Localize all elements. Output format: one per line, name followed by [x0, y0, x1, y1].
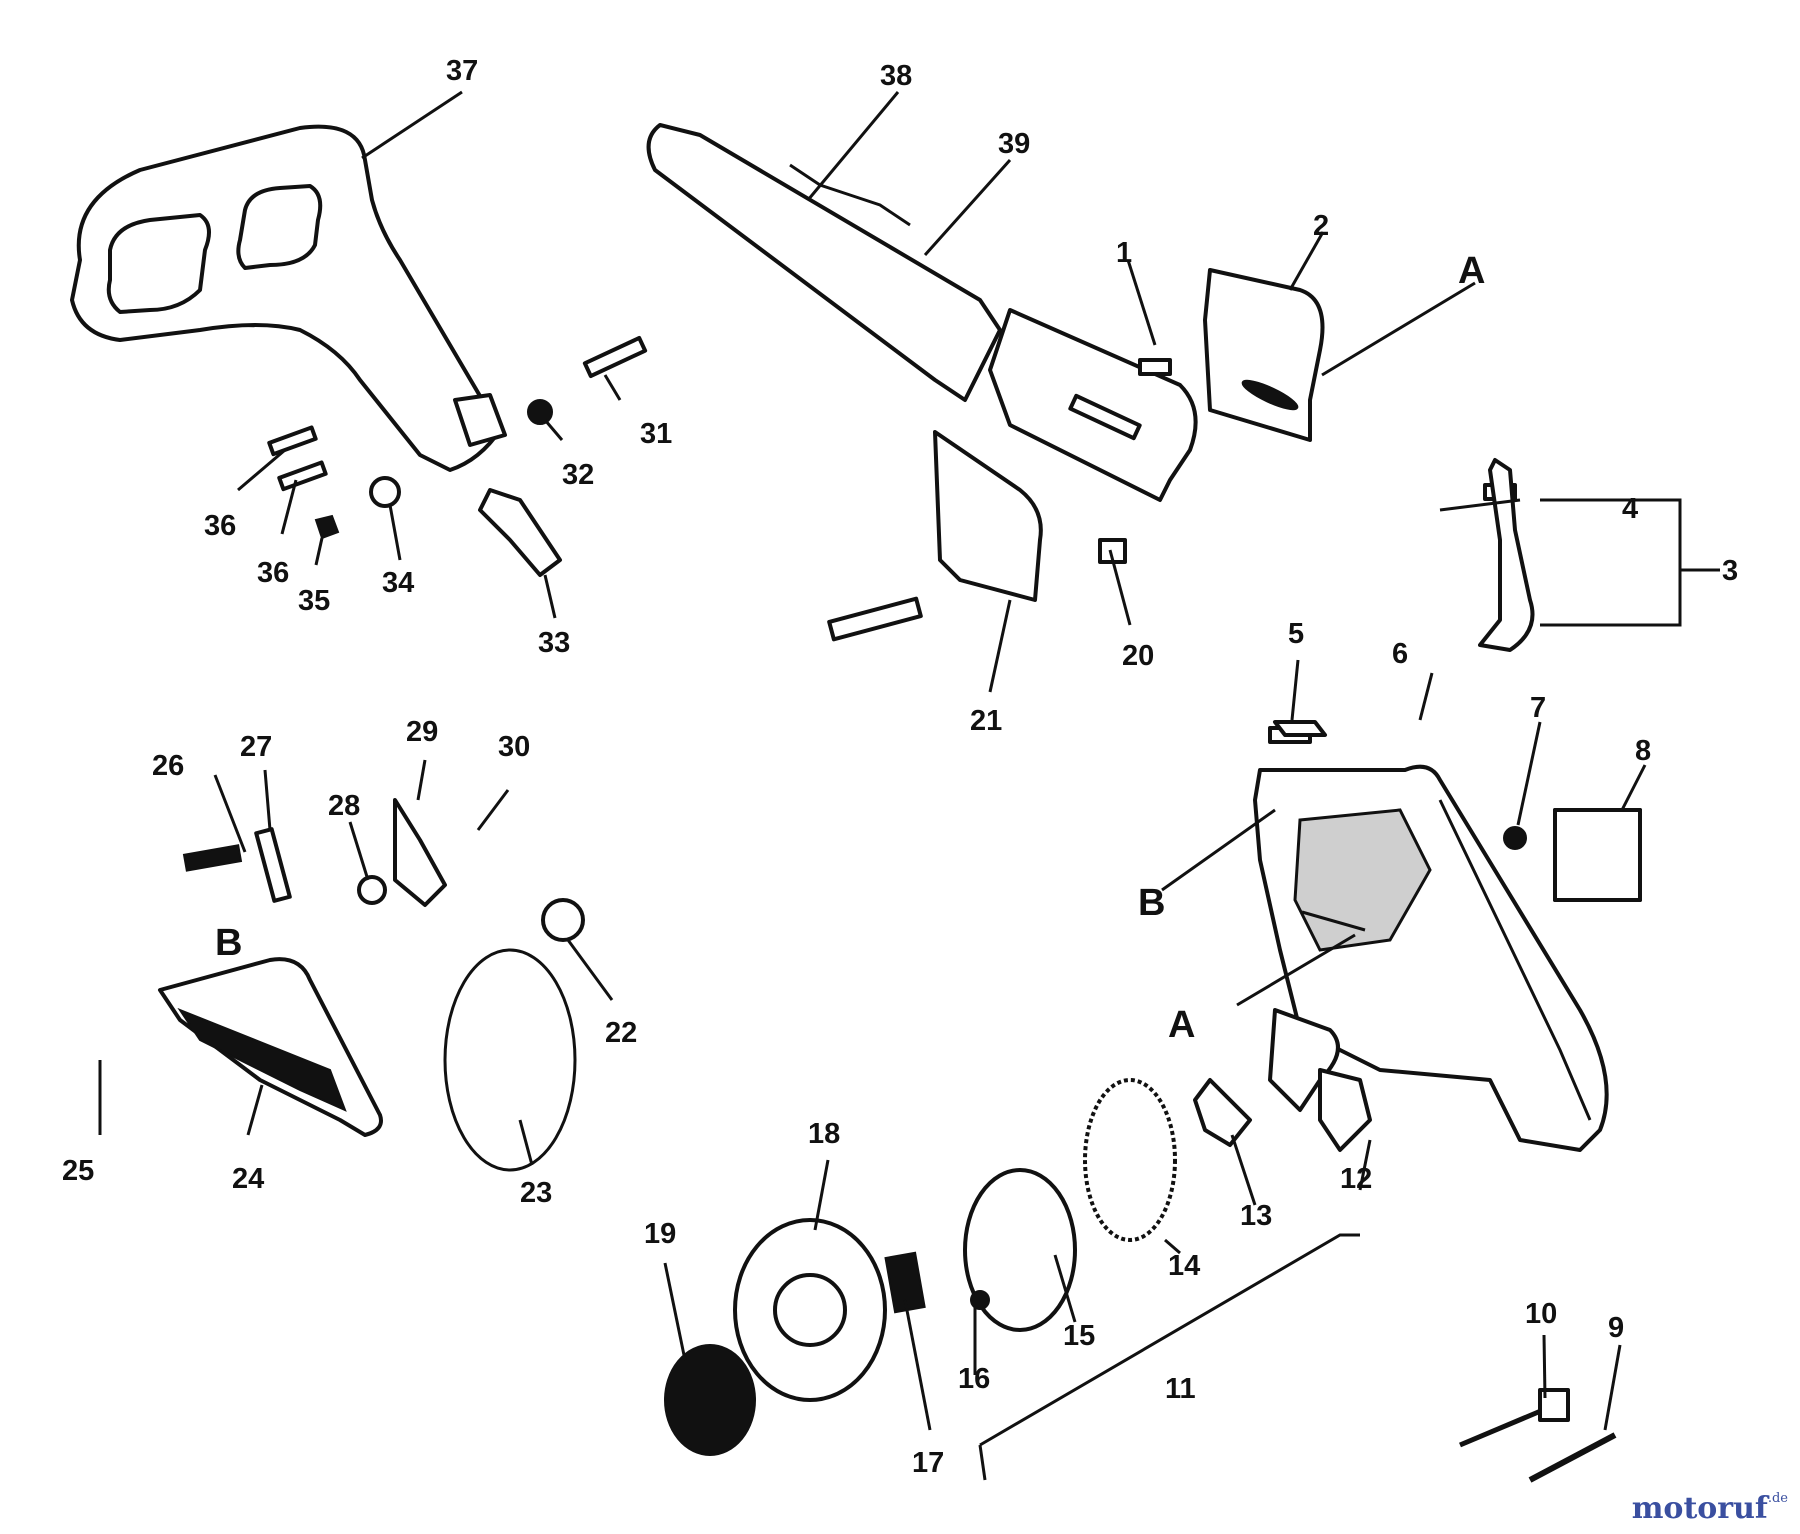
callout-27: 27 [240, 731, 272, 763]
callout-26: 26 [152, 750, 184, 782]
callout-labels: 1 2 3 4 5 6 7 8 9 10 11 12 13 14 15 16 1… [62, 55, 1738, 1479]
callout-2: 2 [1313, 210, 1329, 242]
callout-28: 28 [328, 790, 360, 822]
callout-5: 5 [1288, 618, 1304, 650]
callout-1: 1 [1116, 237, 1132, 269]
callout-30: 30 [498, 731, 530, 763]
brake-assembly [158, 798, 585, 1172]
guide-bar-part [646, 123, 1198, 502]
callout-38: 38 [880, 60, 912, 92]
callout-34: 34 [382, 567, 414, 599]
callout-31: 31 [640, 418, 672, 450]
callout-37: 37 [446, 55, 478, 87]
callout-3: 3 [1722, 555, 1738, 587]
callout-25: 25 [62, 1155, 94, 1187]
callout-7: 7 [1530, 692, 1546, 724]
callout-36a: 36 [204, 510, 236, 542]
tools [1459, 1388, 1617, 1483]
ref-letter-b-brake: B [215, 922, 242, 964]
callout-29: 29 [406, 716, 438, 748]
callout-15: 15 [1063, 1320, 1095, 1352]
callout-23: 23 [520, 1177, 552, 1209]
callout-17: 17 [912, 1447, 944, 1479]
callout-33: 33 [538, 627, 570, 659]
callout-13: 13 [1240, 1200, 1272, 1232]
callout-12: 12 [1340, 1163, 1372, 1195]
callout-19: 19 [644, 1218, 676, 1250]
callout-10: 10 [1525, 1298, 1557, 1330]
hand-guard-part [70, 124, 507, 472]
leader-lines [98, 90, 1647, 1481]
ref-letter-a-bottom: A [1168, 1004, 1195, 1046]
clutch-assembly [664, 1008, 1372, 1456]
callout-21: 21 [970, 705, 1002, 737]
callout-20: 20 [1122, 640, 1154, 672]
callout-16: 16 [958, 1363, 990, 1395]
callout-11: 11 [1165, 1373, 1196, 1405]
callout-39: 39 [998, 128, 1030, 160]
callout-9: 9 [1608, 1312, 1624, 1344]
callout-4: 4 [1622, 493, 1638, 525]
ref-letter-b-cover: B [1138, 882, 1165, 924]
callout-18: 18 [808, 1118, 840, 1150]
watermark-logo: motoruf.de [1632, 1491, 1788, 1526]
callout-36b: 36 [257, 557, 289, 589]
callout-22: 22 [605, 1017, 637, 1049]
callout-6: 6 [1392, 638, 1408, 670]
callout-35: 35 [298, 585, 330, 617]
callout-24: 24 [232, 1163, 264, 1195]
callout-8: 8 [1635, 735, 1651, 767]
callout-32: 32 [562, 459, 594, 491]
watermark-brand: motoruf [1631, 1491, 1768, 1526]
decals [1273, 720, 1642, 902]
watermark-suffix: .de [1767, 1491, 1788, 1506]
chain-catcher-part [1478, 458, 1720, 652]
bar-plates [933, 268, 1325, 602]
callout-14: 14 [1168, 1250, 1200, 1282]
ref-letter-a-top: A [1458, 250, 1485, 292]
